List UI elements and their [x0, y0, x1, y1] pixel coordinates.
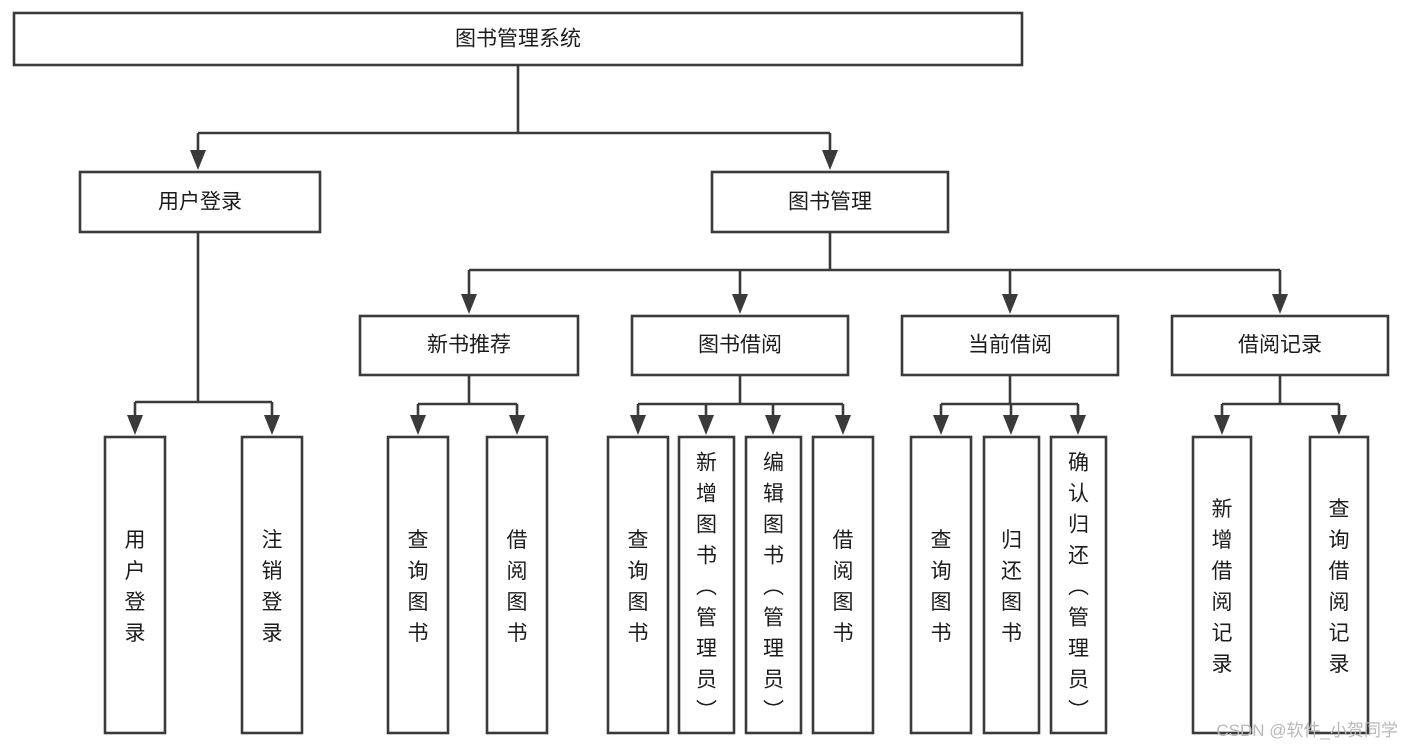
- leaf-node-box[interactable]: [240, 435, 304, 735]
- arrow-head-bb-leaf3: [765, 415, 781, 435]
- leaf-node[interactable]: 新增图书︵管理员︶: [677, 435, 736, 735]
- leaf-node-box[interactable]: [677, 435, 736, 735]
- leaf-node[interactable]: 确认归还︵管理员︶: [1049, 435, 1108, 735]
- leaf-node[interactable]: 用户登录: [103, 435, 167, 735]
- arrow-head-user-login: [190, 150, 206, 170]
- leaf-label-paren: ︵: [1068, 576, 1089, 599]
- arrow-head-br-leaf2: [1331, 415, 1347, 435]
- node-new-book-recommend-label: 新书推荐: [427, 334, 511, 357]
- leaf-node-box[interactable]: [386, 435, 450, 735]
- leaf-node-label: 注销登录: [262, 529, 283, 645]
- leaf-node-box[interactable]: [1308, 435, 1370, 735]
- leaf-node-box[interactable]: [811, 435, 875, 735]
- leaf-label-paren: ︵: [763, 576, 784, 599]
- node-current-borrow-box[interactable]: [900, 314, 1120, 377]
- leaf-node-box[interactable]: [909, 435, 973, 735]
- leaf-node[interactable]: 查询图书: [386, 435, 450, 735]
- leaf-node[interactable]: 查询图书: [606, 435, 670, 735]
- arrow-head-cb-leaf2: [1003, 415, 1019, 435]
- node-book-borrow-box[interactable]: [630, 314, 850, 377]
- arrow-head-current-borrow: [1002, 294, 1018, 314]
- node-borrow-record-label: 借阅记录: [1238, 334, 1322, 357]
- leaf-node-box[interactable]: [982, 435, 1041, 735]
- leaf-node-label: 确认归还︵管理员︶: [1068, 452, 1089, 723]
- leaf-node[interactable]: 注销登录: [240, 435, 304, 735]
- leaf-node[interactable]: 编辑图书︵管理员︶: [744, 435, 803, 735]
- leaf-node-layer: 用户登录 注销登录 查询图书 借阅图书 查询图书 新增图书︵管理员︶ 编辑图书︵管理员︶ 借阅…: [103, 435, 1370, 735]
- arrow-head-bb-leaf4: [835, 415, 851, 435]
- arrow-head-nbr-leaf1: [410, 415, 426, 435]
- leaf-node-label: 查询图书: [931, 529, 952, 645]
- arrow-head-nbr-leaf2: [509, 415, 525, 435]
- arrow-head-book-management: [822, 150, 838, 170]
- node-book-management[interactable]: 图书管理: [710, 170, 950, 234]
- node-user-login-box[interactable]: [78, 170, 322, 234]
- node-book-management-box[interactable]: [710, 170, 950, 234]
- leaf-node-box[interactable]: [744, 435, 803, 735]
- leaf-node-label: 编辑图书︵管理员︶: [763, 452, 784, 723]
- node-user-login-label: 用户登录: [158, 191, 242, 214]
- node-book-management-label: 图书管理: [788, 191, 872, 214]
- leaf-label-paren: ︶: [1068, 700, 1089, 723]
- arrow-head-bb-leaf2: [698, 415, 714, 435]
- node-user-login[interactable]: 用户登录: [78, 170, 322, 234]
- leaf-node[interactable]: 查询借阅记录: [1308, 435, 1370, 735]
- node-borrow-record-box[interactable]: [1170, 314, 1390, 377]
- leaf-label-paren: ︶: [763, 700, 784, 723]
- leaf-node-box[interactable]: [1191, 435, 1253, 735]
- arrow-head-borrow-record: [1272, 294, 1288, 314]
- node-current-borrow[interactable]: 当前借阅: [900, 314, 1120, 377]
- arrow-head-book-borrow: [732, 294, 748, 314]
- node-new-book-recommend[interactable]: 新书推荐: [358, 314, 580, 377]
- leaf-node[interactable]: 借阅图书: [485, 435, 549, 735]
- leaf-node-label: 查询借阅记录: [1329, 498, 1350, 676]
- arrow-head-br-leaf1: [1214, 415, 1230, 435]
- leaf-node[interactable]: 新增借阅记录: [1191, 435, 1253, 735]
- leaf-node-label: 用户登录: [125, 529, 146, 645]
- leaf-node-box[interactable]: [103, 435, 167, 735]
- connector-layer: [127, 65, 1347, 435]
- leaf-node-box[interactable]: [606, 435, 670, 735]
- leaf-node[interactable]: 借阅图书: [811, 435, 875, 735]
- node-new-book-recommend-box[interactable]: [358, 314, 580, 377]
- arrow-head-bb-leaf1: [630, 415, 646, 435]
- watermark-label: CSDN @软件_小贺同学: [1216, 721, 1398, 740]
- node-root-label: 图书管理系统: [455, 28, 581, 51]
- leaf-label-paren: ︵: [696, 576, 717, 599]
- leaf-node-label: 新增图书︵管理员︶: [696, 452, 717, 723]
- leaf-node-box[interactable]: [1049, 435, 1108, 735]
- leaf-label-paren: ︶: [696, 700, 717, 723]
- leaf-node-box[interactable]: [485, 435, 549, 735]
- arrow-head-cb-leaf3: [1070, 415, 1086, 435]
- leaf-node-label: 查询图书: [628, 529, 649, 645]
- leaf-node-label: 新增借阅记录: [1212, 498, 1233, 676]
- leaf-node-label: 查询图书: [408, 529, 429, 645]
- arrow-head-leaf-user-login: [127, 415, 143, 435]
- leaf-node[interactable]: 查询图书: [909, 435, 973, 735]
- arrow-head-cb-leaf1: [933, 415, 949, 435]
- node-root[interactable]: 图书管理系统: [12, 11, 1024, 67]
- leaf-node-label: 归还图书: [1001, 529, 1022, 645]
- node-book-borrow[interactable]: 图书借阅: [630, 314, 850, 377]
- node-book-borrow-label: 图书借阅: [698, 334, 782, 357]
- arrow-head-new-book-recommend: [461, 294, 477, 314]
- leaf-node[interactable]: 归还图书: [982, 435, 1041, 735]
- arrow-head-leaf-logout: [264, 415, 280, 435]
- node-root-box[interactable]: [12, 11, 1024, 67]
- leaf-node-label: 借阅图书: [833, 529, 854, 645]
- node-borrow-record[interactable]: 借阅记录: [1170, 314, 1390, 377]
- leaf-node-label: 借阅图书: [507, 529, 528, 645]
- node-current-borrow-label: 当前借阅: [968, 334, 1052, 357]
